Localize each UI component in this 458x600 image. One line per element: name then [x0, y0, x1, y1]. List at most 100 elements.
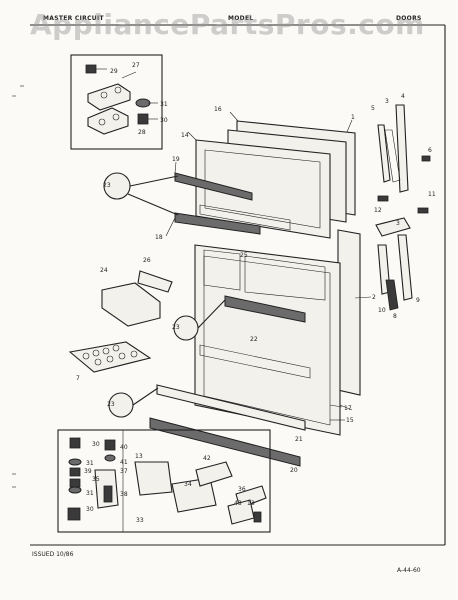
door-bar-21 — [156, 384, 306, 431]
callout-10: 10 — [378, 307, 386, 314]
screw-43 — [253, 511, 262, 523]
callout-30c: 30 — [86, 506, 94, 513]
header-model-label: MODEL — [228, 15, 254, 22]
callout-39: 39 — [84, 468, 92, 475]
outer-panel-edge-2 — [337, 229, 361, 396]
watermark: AppliancePartsPros.com — [30, 8, 425, 41]
fresh-food-door-assembly — [149, 229, 361, 467]
callout-7: 7 — [76, 375, 80, 382]
hinge-arm-9 — [397, 234, 413, 301]
callout-5: 5 — [371, 105, 375, 112]
callout-4: 4 — [401, 93, 405, 100]
callout-9: 9 — [416, 297, 420, 304]
callout-31b: 31 — [86, 460, 94, 467]
hinge-arm-4 — [395, 104, 409, 193]
part-41 — [104, 454, 116, 462]
hinge-33 — [134, 461, 173, 496]
footer-issued: ISSUED 10/86 — [32, 551, 74, 558]
callout-23b: 23 — [172, 324, 180, 331]
callout-2: 2 — [372, 294, 376, 301]
shim-6 — [421, 155, 431, 162]
callout-13: 13 — [135, 453, 143, 460]
butter-compartment-25 — [203, 249, 241, 291]
callout-29: 29 — [110, 68, 118, 75]
right-hinge-parts — [375, 104, 431, 311]
callout-33: 33 — [136, 517, 144, 524]
bushing-31 — [135, 98, 151, 108]
hinge-arm-3 — [384, 129, 401, 183]
callout-23c: 23 — [107, 401, 115, 408]
callout-11: 11 — [428, 191, 436, 198]
header-right-label: DOORS — [396, 15, 422, 22]
part-40 — [104, 439, 116, 451]
callout-30b: 30 — [92, 441, 100, 448]
cap-30b — [69, 437, 81, 449]
shelf-bar-18 — [174, 212, 261, 235]
cap-30c — [67, 507, 81, 521]
bottom-hinge-inset — [57, 429, 271, 533]
callout-3: 3 — [385, 98, 389, 105]
callout-6: 6 — [428, 147, 432, 154]
footer-page-code: A-44-60 — [397, 567, 421, 574]
part-38 — [103, 485, 113, 503]
callout-40: 40 — [120, 444, 128, 451]
callout-21: 21 — [295, 436, 303, 443]
spacer-35 — [69, 478, 81, 488]
callout-26: 26 — [143, 257, 151, 264]
callout-27: 27 — [132, 62, 140, 69]
freezer-door-assembly — [174, 120, 356, 239]
callout-38: 38 — [120, 491, 128, 498]
callout-20: 20 — [290, 467, 298, 474]
hinge-bracket-27 — [87, 83, 131, 111]
shim-11 — [417, 207, 429, 214]
cap-30 — [137, 113, 149, 125]
callout-18: 18 — [155, 234, 163, 241]
callout-36: 36 — [238, 486, 246, 493]
shelf-bar-19 — [174, 172, 253, 201]
door-bottom-bar-20 — [149, 417, 301, 467]
screw-29 — [85, 64, 97, 74]
callout-3b: 3 — [396, 220, 400, 227]
callout-31c: 31 — [86, 490, 94, 497]
freezer-inner-liner-14 — [195, 139, 331, 239]
callout-43: 43 — [234, 500, 242, 507]
callout-37: 37 — [120, 468, 128, 475]
callout-16: 16 — [214, 106, 222, 113]
door-shelf-bar-22 — [224, 295, 306, 323]
hinge-pin-5 — [377, 124, 391, 183]
hinge-plate-28 — [87, 107, 129, 135]
bushing-31b — [68, 458, 82, 466]
dairy-compartment-24 — [101, 282, 161, 327]
callout-14: 14 — [181, 132, 189, 139]
header-left-label: MASTER CIRCUIT — [43, 15, 104, 22]
callout-35: 35 — [92, 476, 100, 483]
callout-22: 22 — [250, 336, 258, 343]
hinge-8 — [385, 279, 399, 311]
dairy-door-26 — [137, 270, 173, 293]
hinge-34 — [171, 477, 217, 513]
callout-41: 41 — [120, 459, 128, 466]
callout-34: 34 — [184, 481, 192, 488]
bushing-31c — [68, 486, 82, 494]
callout-15: 15 — [346, 417, 354, 424]
callout-28: 28 — [138, 129, 146, 136]
callout-8: 8 — [393, 313, 397, 320]
egg-tray-7 — [68, 341, 152, 373]
callout-30: 30 — [160, 117, 168, 124]
callout-19: 19 — [172, 156, 180, 163]
washer-12 — [377, 195, 389, 202]
callout-31: 31 — [160, 101, 168, 108]
callout-17: 17 — [344, 405, 352, 412]
callout-25: 25 — [240, 252, 248, 259]
top-hinge-inset — [70, 54, 163, 150]
callout-1: 1 — [351, 114, 355, 121]
callout-13b: 13 — [247, 500, 255, 507]
hinge-42 — [195, 461, 233, 487]
fresh-food-liner — [194, 244, 341, 436]
center-hinge-13 — [375, 217, 411, 237]
callout-42: 42 — [203, 455, 211, 462]
callout-23a: 23 — [103, 182, 111, 189]
callout-24: 24 — [100, 267, 108, 274]
